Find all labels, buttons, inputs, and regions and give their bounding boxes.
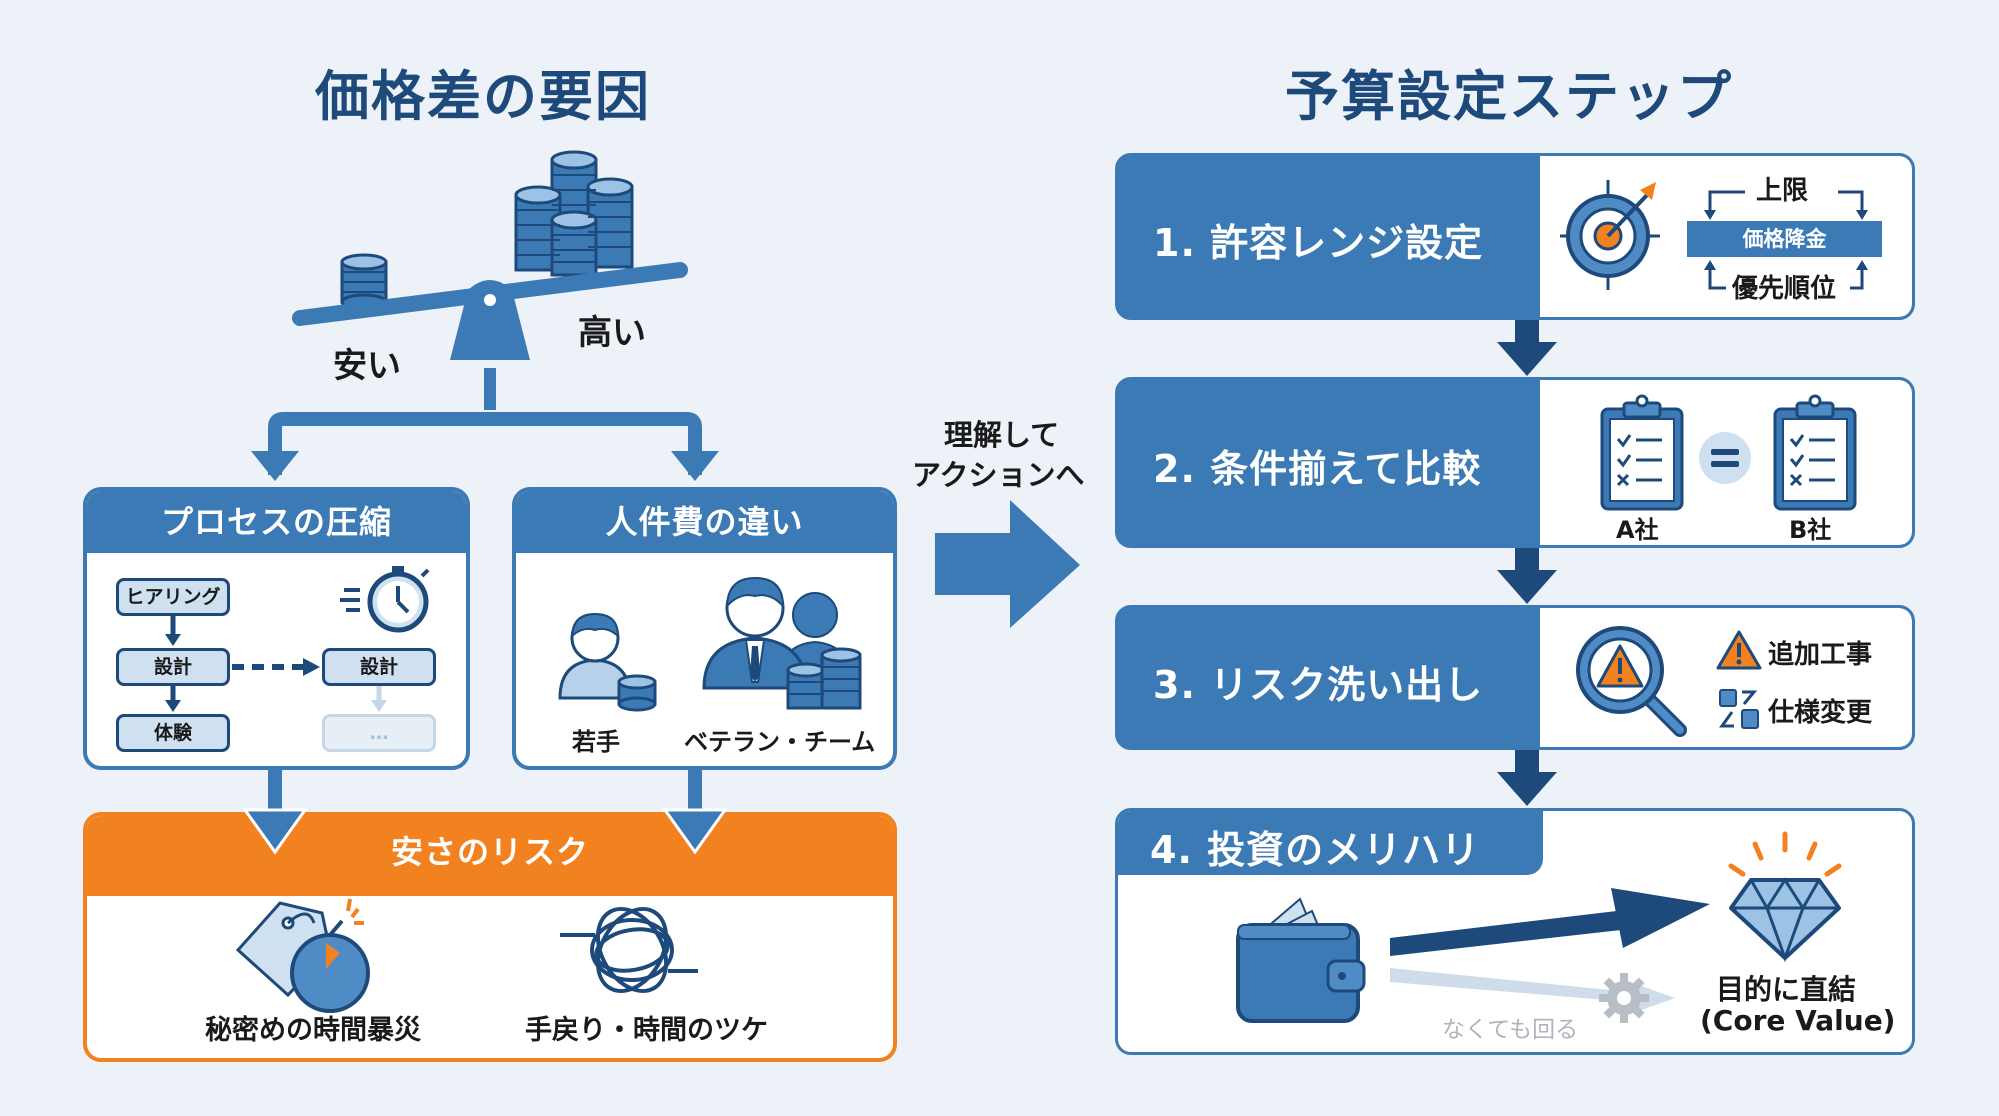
step-2-label: 2. 条件揃えて比較 — [1153, 447, 1482, 491]
veteran-team-icon — [702, 576, 862, 710]
process-step-omitted: … — [322, 714, 436, 752]
diamond-icon — [1728, 831, 1842, 963]
process-step-design-compressed: 設計 — [322, 648, 436, 686]
junior-person-icon — [558, 612, 657, 712]
risk-item-label-2: 手戻り・時間のツケ — [525, 1015, 768, 1046]
step-arrow-1 — [1497, 320, 1557, 376]
branch-arrows — [251, 412, 719, 481]
wallet-icon — [1236, 897, 1366, 1023]
junior-label: 若手 — [572, 728, 620, 756]
clipboard-a-icon — [1600, 394, 1684, 511]
range-top-label: 上限 — [1756, 176, 1809, 206]
stopwatch-icon — [340, 566, 430, 633]
cheapness-risk-card: 安さのリスク — [83, 812, 897, 1062]
range-bar: 価格降金 — [1687, 221, 1882, 257]
action-caption-line1: 理解して — [944, 418, 1060, 452]
core-value-label-line1: 目的に直結 — [1716, 973, 1857, 1006]
tangled-thread-icon — [560, 907, 698, 993]
risk-item-label-1: 秘密めの時間暴災 — [205, 1015, 421, 1046]
process-step-experience: 体験 — [116, 714, 230, 752]
company-b-label: B社 — [1789, 516, 1832, 544]
risk-card-title: 安さのリスク — [87, 816, 893, 896]
target-icon — [1560, 180, 1660, 290]
step-4-label: 4. 投資のメリハリ — [1150, 828, 1481, 872]
range-bottom-label: 優先順位 — [1732, 274, 1837, 304]
minor-expense-label: なくても回る — [1442, 1017, 1579, 1043]
company-a-label: A社 — [1616, 516, 1659, 544]
large-coin-stack-icon — [514, 150, 634, 277]
gear-icon — [1599, 973, 1649, 1023]
step-4-header: 4. 投資のメリハリ — [1118, 811, 1543, 875]
veteran-label: ベテラン・チーム — [684, 728, 876, 756]
action-caption-line2: アクションへ — [912, 458, 1085, 492]
step-arrow-2 — [1497, 548, 1557, 604]
step-arrow-3 — [1497, 750, 1557, 806]
left-title: 価格差の要因 — [315, 65, 651, 128]
step-2-card: 2. 条件揃えて比較 — [1115, 377, 1915, 548]
spec-change-icon — [1719, 689, 1759, 729]
step-3-label: 3. リスク洗い出し — [1153, 663, 1484, 707]
risk-additional-work-label: 追加工事 — [1768, 640, 1873, 670]
step-1-label: 1. 許容レンジ設定 — [1153, 221, 1484, 265]
right-arrow-icon — [935, 500, 1080, 628]
right-title: 予算設定ステップ — [1285, 65, 1733, 128]
labor-card-title: 人件費の違い — [516, 491, 893, 553]
process-step-design: 設計 — [116, 648, 230, 686]
process-step-hearing: ヒアリング — [116, 578, 230, 616]
down-arrow-heads-over-risk — [242, 808, 728, 855]
cheap-label: 安い — [333, 346, 401, 386]
risk-spec-change-label: 仕様変更 — [1768, 698, 1873, 728]
balance-scale-icon — [292, 150, 688, 410]
process-flow-arrows — [165, 616, 387, 712]
warning-icon — [1716, 630, 1762, 670]
process-card-title: プロセスの圧縮 — [87, 491, 466, 553]
range-bracket-arrows — [1704, 190, 1868, 290]
price-tag-bomb-icon — [235, 898, 370, 1013]
core-value-label-line2: (Core Value) — [1700, 1004, 1896, 1037]
equals-icon — [1699, 432, 1751, 484]
clipboard-b-icon — [1773, 394, 1857, 511]
core-value-arrow — [1390, 888, 1710, 956]
expensive-label: 高い — [578, 313, 646, 353]
magnifier-warning-icon — [1576, 626, 1687, 737]
